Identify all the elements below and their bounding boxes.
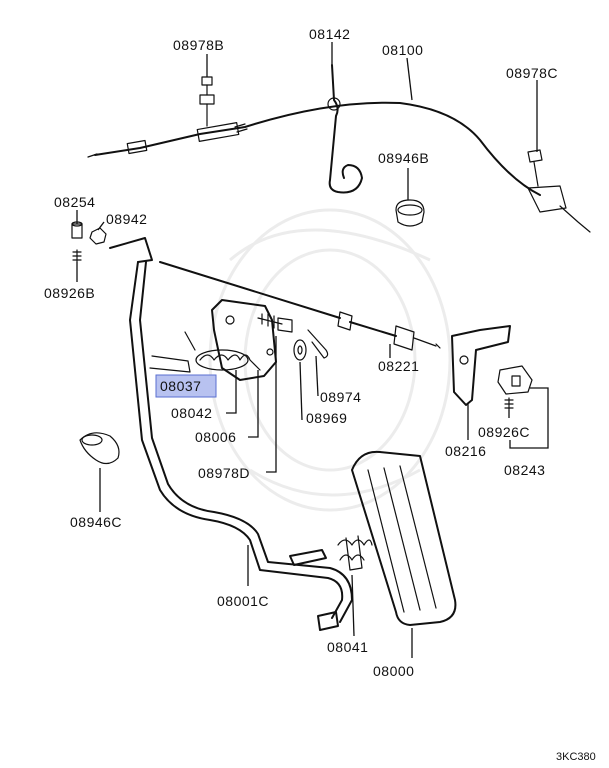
cable-08221 bbox=[159, 261, 441, 351]
label-08000[interactable]: 08000 bbox=[373, 663, 414, 679]
throttle-cable-08100 bbox=[87, 101, 541, 196]
cable-end-08978c bbox=[527, 149, 591, 233]
highlight-box-08037 bbox=[155, 374, 217, 398]
washer-08969 bbox=[293, 339, 307, 361]
diagram-code: 3KC380 bbox=[556, 751, 596, 763]
nut-08942 bbox=[89, 227, 107, 245]
bracket-08216 bbox=[451, 325, 511, 406]
label-08946c[interactable]: 08946C bbox=[70, 514, 122, 530]
bolt-08978d bbox=[257, 313, 293, 333]
pedal-arm-08001c bbox=[109, 237, 353, 631]
screw-08926c bbox=[504, 397, 514, 411]
label-08254[interactable]: 08254 bbox=[54, 194, 95, 210]
pin-08974 bbox=[307, 329, 329, 359]
stopper-08243 bbox=[497, 365, 533, 395]
clip-08142 bbox=[327, 64, 363, 194]
label-08037[interactable]: 08037 bbox=[160, 378, 201, 394]
label-08926c[interactable]: 08926C bbox=[478, 424, 530, 440]
label-08221[interactable]: 08221 bbox=[378, 358, 419, 374]
label-08100[interactable]: 08100 bbox=[382, 42, 423, 58]
leader-lines bbox=[76, 42, 549, 658]
spring-08042 bbox=[184, 331, 261, 371]
label-08978b[interactable]: 08978B bbox=[173, 37, 224, 53]
label-08969[interactable]: 08969 bbox=[306, 410, 347, 426]
watermark-emblem bbox=[208, 208, 452, 512]
grommet-08946b bbox=[395, 199, 425, 227]
label-08978d[interactable]: 08978D bbox=[198, 465, 250, 481]
label-08041[interactable]: 08041 bbox=[327, 639, 368, 655]
part-labels: 08978B 08142 08100 08978C 08946B 08254 0… bbox=[44, 26, 596, 763]
screw-08926b bbox=[72, 249, 82, 263]
label-08042[interactable]: 08042 bbox=[171, 405, 212, 421]
label-08142[interactable]: 08142 bbox=[309, 26, 350, 42]
label-08006[interactable]: 08006 bbox=[195, 429, 236, 445]
label-08001c[interactable]: 08001C bbox=[217, 593, 269, 609]
label-08942[interactable]: 08942 bbox=[106, 211, 147, 227]
spring-08041 bbox=[337, 535, 373, 571]
label-08243[interactable]: 08243 bbox=[504, 462, 545, 478]
label-08946b[interactable]: 08946B bbox=[378, 150, 429, 166]
label-08926b[interactable]: 08926B bbox=[44, 285, 95, 301]
grommet-08946c bbox=[79, 432, 120, 465]
bracket-08006 bbox=[211, 299, 277, 381]
label-08216[interactable]: 08216 bbox=[445, 443, 486, 459]
label-08974[interactable]: 08974 bbox=[320, 389, 361, 405]
label-08978c[interactable]: 08978C bbox=[506, 65, 558, 81]
bolt-08978b bbox=[199, 76, 215, 127]
pedal-pad-08000 bbox=[351, 450, 457, 626]
stud-08254 bbox=[71, 221, 83, 239]
